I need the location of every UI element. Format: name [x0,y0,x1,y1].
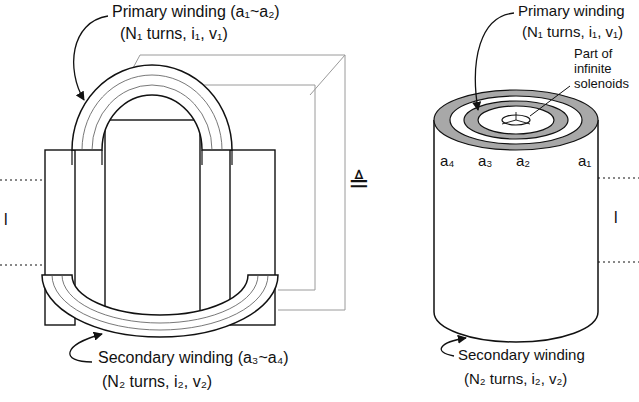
winding-label: Primary winding (a₁~a₂) [110,2,282,21]
winding-spec: (N₂ turns, i₂, v₂) [100,372,214,391]
winding-spec: (N₂ turns, i₂, v₂) [462,370,569,388]
winding-turns [82,75,222,150]
dimension-label: l [612,208,620,227]
solenoid-rings [434,90,598,150]
leader-arrow [74,16,108,100]
dimension-line [0,265,45,266]
winding-spec: (N₁ turns, i₁, v₁) [118,24,230,43]
winding-depth [72,150,232,165]
winding-label: Secondary winding [456,346,587,364]
leader-arrow [475,13,514,110]
radius-label: a₁ [576,152,593,170]
secondary-winding [42,275,278,337]
radius-label: a₃ [476,152,494,170]
winding-turns [52,275,268,330]
core-ring [478,106,554,134]
winding-turn [52,275,268,330]
winding-spec: (N₁ turns, i₁, v₁) [520,23,625,41]
dimension-line [0,180,45,181]
equivalence-symbol: ≜ [346,168,372,199]
winding-turn [82,75,222,150]
cylinder-body [434,120,598,342]
dimension-line [598,178,639,179]
radius-marks [502,112,530,124]
dimension-line [598,178,639,262]
leader-line [530,86,570,116]
primary-ring [464,101,568,139]
dimension-label: l [2,210,10,229]
radius-label: a₄ [438,152,456,170]
center-leg [105,120,200,320]
part-note: Part of infinite solenoids [572,47,636,92]
dimension-line [0,180,45,265]
winding-label: Primary winding [516,2,627,20]
winding-label: Secondary winding (a₃~a₄) [96,348,290,367]
gap-ring [450,96,582,144]
winding-turn [92,85,212,150]
radius-label: a₂ [514,152,532,170]
primary-winding [72,65,232,150]
dimension-line [598,262,639,263]
secondary-ring [434,90,598,150]
winding-turn [62,275,258,323]
